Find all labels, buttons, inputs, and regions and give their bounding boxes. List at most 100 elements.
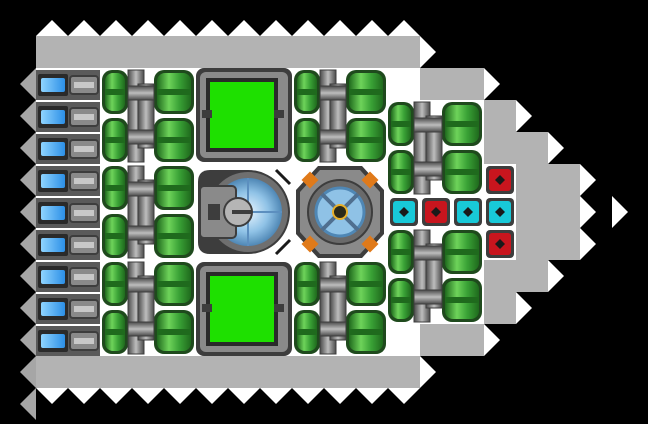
thruster-nozzle <box>41 270 65 284</box>
turret[interactable] <box>196 166 292 258</box>
hull-spike <box>388 388 420 404</box>
hull-spike <box>196 20 228 36</box>
hull-spike <box>580 196 596 228</box>
fuel-tank-seam <box>297 137 317 143</box>
fuel-tank-seam <box>445 169 479 175</box>
hull-spike <box>132 20 164 36</box>
hull-spike <box>228 388 260 404</box>
thruster-nozzle <box>41 206 65 220</box>
thruster-coupler-band <box>74 146 94 152</box>
thruster-bank <box>36 70 100 356</box>
pipe <box>413 289 443 305</box>
thruster-nozzle <box>41 142 65 156</box>
hull-spike <box>164 388 196 404</box>
fuel-tank-seam <box>391 297 411 303</box>
hull-spike <box>100 20 132 36</box>
hull-spike <box>356 388 388 404</box>
thruster-coupler-band <box>74 242 94 248</box>
hull-spike <box>548 260 564 292</box>
hull-spike <box>324 388 356 404</box>
fuel-tank-seam <box>157 89 191 95</box>
hull-spike <box>68 20 100 36</box>
hull-spike <box>324 20 356 36</box>
fuel-tank-seam <box>105 329 125 335</box>
hull-spike <box>516 292 532 324</box>
hull-spike <box>68 388 100 404</box>
fuel-tank-seam <box>105 185 125 191</box>
fuel-tank-seam <box>105 233 125 239</box>
fuel-tank-seam <box>349 329 383 335</box>
pipe <box>413 245 443 261</box>
thruster-nozzle <box>41 238 65 252</box>
reactor-core[interactable] <box>296 166 384 258</box>
pipe <box>127 225 155 241</box>
hull-spike <box>260 388 292 404</box>
fuel-tank-seam <box>105 281 125 287</box>
fuel-tank-seam <box>445 249 479 255</box>
hull-spike <box>516 100 532 132</box>
hull-spike <box>356 20 388 36</box>
thruster-nozzle <box>41 110 65 124</box>
hull-spike <box>20 292 36 324</box>
hull-spike <box>20 68 36 100</box>
hull-spike <box>36 388 68 404</box>
hull-spike <box>292 388 324 404</box>
thruster-coupler-band <box>74 114 94 120</box>
thruster-coupler-band <box>74 210 94 216</box>
fuel-tank-seam <box>157 281 191 287</box>
pipe <box>127 181 155 197</box>
hull-spike <box>228 20 260 36</box>
pipe <box>127 321 155 337</box>
pipe <box>319 321 347 337</box>
hull-spike <box>580 228 596 260</box>
hull-spike <box>20 100 36 132</box>
node-glyph <box>495 207 505 217</box>
storage-bay-bottom <box>196 262 292 356</box>
thruster-nozzle <box>41 302 65 316</box>
thruster-nozzle <box>41 78 65 92</box>
thruster-coupler-band <box>74 178 94 184</box>
fuel-tank-array <box>102 69 482 355</box>
fuel-tank-seam <box>297 329 317 335</box>
hull-spike <box>20 228 36 260</box>
weapon-node-array <box>390 166 514 258</box>
fuel-tank-seam <box>391 249 411 255</box>
hull-spike <box>292 20 324 36</box>
node-glyph <box>495 239 505 249</box>
node-glyph <box>431 207 441 217</box>
fuel-tank-seam <box>391 169 411 175</box>
hull-spike <box>164 20 196 36</box>
hull-spike <box>20 260 36 292</box>
storage-bays <box>196 68 292 356</box>
hull-spike <box>20 132 36 164</box>
fuel-tank-seam <box>105 137 125 143</box>
thruster-coupler-band <box>74 306 94 312</box>
pipe <box>127 129 155 145</box>
fuel-tank-seam <box>157 137 191 143</box>
pipe <box>413 161 443 177</box>
fuel-tank-seam <box>157 185 191 191</box>
fuel-tank-seam <box>445 121 479 127</box>
node-glyph <box>495 175 505 185</box>
pipe <box>319 277 347 293</box>
storage-bay-top <box>196 68 292 162</box>
fuel-tank-seam <box>297 89 317 95</box>
hull-spike <box>420 36 436 68</box>
hull-spike <box>100 388 132 404</box>
thruster-nozzle <box>41 334 65 348</box>
hull-spike <box>484 324 500 356</box>
node-glyph <box>463 207 473 217</box>
pipe <box>127 85 155 101</box>
node-glyph <box>399 207 409 217</box>
fuel-tank-seam <box>349 89 383 95</box>
hull-spike <box>20 356 36 388</box>
hull-spike <box>388 20 420 36</box>
hull-spikes <box>20 20 628 420</box>
fuel-tank-seam <box>157 329 191 335</box>
hull-spike <box>20 388 36 420</box>
hull-spike <box>260 20 292 36</box>
hull-spike <box>580 164 596 196</box>
pipe <box>413 117 443 133</box>
thruster-nozzle <box>41 174 65 188</box>
